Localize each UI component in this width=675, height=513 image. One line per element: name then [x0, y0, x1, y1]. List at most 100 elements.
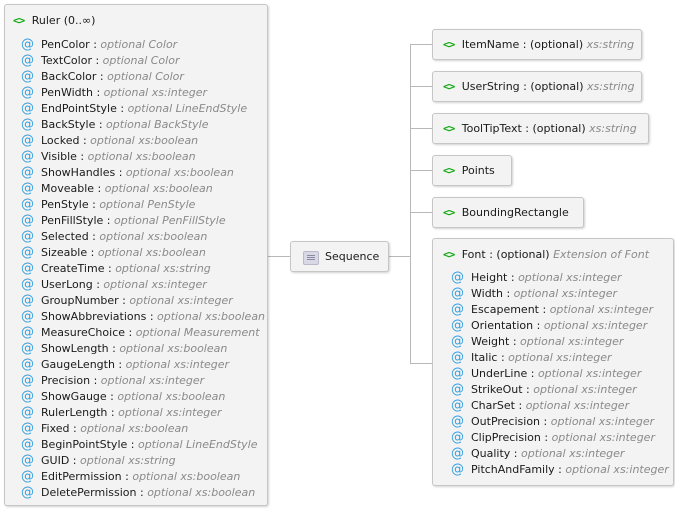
- attribute-name: Width: [471, 287, 503, 300]
- attribute-row[interactable]: @CharSet : optional xs:integer: [451, 398, 629, 414]
- attribute-type: optional xs:integer: [100, 374, 205, 387]
- attribute-separator: :: [69, 454, 80, 467]
- attribute-row[interactable]: @Fixed : optional xs:boolean: [21, 421, 188, 437]
- element-suffix: : (optional): [519, 80, 588, 93]
- attribute-row[interactable]: @Escapement : optional xs:integer: [451, 302, 653, 318]
- element-box-points[interactable]: <> Points: [432, 155, 512, 186]
- attribute-separator: :: [76, 150, 88, 163]
- element-name: BoundingRectangle: [461, 206, 569, 219]
- attribute-row[interactable]: @BackColor : optional Color: [21, 69, 184, 85]
- attribute-name: RulerLength: [41, 406, 108, 419]
- attribute-type: optional xs:integer: [550, 415, 655, 428]
- attribute-row[interactable]: @Precision : optional xs:integer: [21, 373, 204, 389]
- attribute-row[interactable]: @UserLong : optional xs:integer: [21, 277, 207, 293]
- attribute-row[interactable]: @Width : optional xs:integer: [451, 286, 617, 302]
- attribute-name: BackStyle: [41, 118, 96, 131]
- element-box-boundingrectangle[interactable]: <> BoundingRectangle: [432, 197, 584, 228]
- attribute-type: optional xs:integer: [118, 406, 222, 419]
- attribute-separator: :: [104, 262, 116, 275]
- attribute-row[interactable]: @Italic : optional xs:integer: [451, 350, 612, 366]
- attribute-type: optional xs:boolean: [90, 134, 199, 147]
- attribute-separator: :: [502, 287, 514, 300]
- attribute-row[interactable]: @OutPrecision : optional xs:integer: [451, 414, 654, 430]
- attribute-separator: :: [103, 214, 115, 227]
- attribute-name: ClipPrecision: [471, 431, 541, 444]
- attribute-row[interactable]: @BeginPointStyle : optional LineEndStyle: [21, 437, 258, 453]
- element-box-userstring[interactable]: <> UserString : (optional) xs:string: [432, 71, 642, 102]
- attribute-row[interactable]: @Height : optional xs:integer: [451, 270, 621, 286]
- attribute-row[interactable]: @Weight : optional xs:integer: [451, 334, 623, 350]
- attribute-row[interactable]: @TextColor : optional Color: [21, 53, 179, 69]
- element-type: xs:string: [587, 80, 635, 93]
- attribute-row[interactable]: @Selected : optional xs:boolean: [21, 229, 207, 245]
- element-tag-icon: <>: [443, 164, 455, 177]
- attribute-row[interactable]: @PenColor : optional Color: [21, 37, 177, 53]
- attribute-separator: :: [121, 470, 133, 483]
- attribute-separator: :: [89, 38, 101, 51]
- attribute-row[interactable]: @Sizeable : optional xs:boolean: [21, 245, 206, 261]
- attribute-separator: :: [88, 230, 100, 243]
- attribute-name: MeasureChoice: [41, 326, 126, 339]
- attribute-at-icon: @: [451, 350, 464, 365]
- attribute-separator: :: [87, 246, 98, 259]
- attribute-type: optional xs:boolean: [119, 342, 228, 355]
- attribute-row[interactable]: @Locked : optional xs:boolean: [21, 133, 198, 149]
- attribute-separator: :: [92, 278, 104, 291]
- attribute-separator: :: [88, 198, 100, 211]
- attribute-row[interactable]: @ClipPrecision : optional xs:integer: [451, 430, 655, 446]
- element-tag-icon: <>: [443, 80, 455, 93]
- connector-boundingrectangle: [410, 212, 432, 213]
- attribute-name: EndPointStyle: [41, 102, 117, 115]
- attribute-row[interactable]: @DeletePermission : optional xs:boolean: [21, 485, 255, 501]
- attribute-row[interactable]: @PitchAndFamily : optional xs:integer: [451, 462, 669, 478]
- attribute-type: optional xs:integer: [549, 303, 654, 316]
- attribute-row[interactable]: @ShowGauge : optional xs:boolean: [21, 389, 225, 405]
- sequence-compositor[interactable]: Sequence: [290, 241, 389, 272]
- element-name: Points: [461, 164, 495, 177]
- attribute-separator: :: [136, 486, 148, 499]
- attribute-at-icon: @: [451, 414, 464, 429]
- attribute-row[interactable]: @ShowLength : optional xs:boolean: [21, 341, 227, 357]
- element-box-tooltiptext[interactable]: <> ToolTipText : (optional) xs:string: [432, 113, 649, 144]
- attribute-separator: :: [497, 351, 509, 364]
- attribute-row[interactable]: @Orientation : optional xs:integer: [451, 318, 647, 334]
- attribute-row[interactable]: @StrikeOut : optional xs:integer: [451, 382, 637, 398]
- attribute-row[interactable]: @GroupNumber : optional xs:integer: [21, 293, 233, 309]
- element-box-font[interactable]: <> Font : (optional) Extension of Font @…: [432, 238, 674, 486]
- attribute-row[interactable]: @BackStyle : optional BackStyle: [21, 117, 208, 133]
- attribute-type: optional Color: [100, 38, 178, 51]
- attribute-name: ShowHandles: [41, 166, 116, 179]
- attribute-row[interactable]: @EditPermission : optional xs:boolean: [21, 469, 240, 485]
- attribute-name: PenColor: [41, 38, 90, 51]
- attribute-separator: :: [108, 342, 120, 355]
- attribute-row[interactable]: @GaugeLength : optional xs:integer: [21, 357, 229, 373]
- attribute-row[interactable]: @Quality : optional xs:integer: [451, 446, 624, 462]
- attribute-row[interactable]: @PenFillStyle : optional PenFillStyle: [21, 213, 226, 229]
- attribute-row[interactable]: @EndPointStyle : optional LineEndStyle: [21, 101, 247, 117]
- attribute-at-icon: @: [21, 357, 34, 372]
- attribute-at-icon: @: [21, 261, 34, 276]
- attribute-at-icon: @: [21, 245, 34, 260]
- attribute-row[interactable]: @RulerLength : optional xs:integer: [21, 405, 222, 421]
- attribute-row[interactable]: @PenStyle : optional PenStyle: [21, 197, 195, 213]
- attribute-name: PenFillStyle: [41, 214, 104, 227]
- attribute-separator: :: [69, 422, 81, 435]
- element-box-itemname[interactable]: <> ItemName : (optional) xs:string: [432, 29, 642, 60]
- attribute-separator: :: [540, 431, 552, 444]
- attribute-row[interactable]: @MeasureChoice : optional Measurement: [21, 325, 260, 341]
- attribute-row[interactable]: @Visible : optional xs:boolean: [21, 149, 196, 165]
- attribute-row[interactable]: @UnderLine : optional xs:integer: [451, 366, 641, 382]
- attribute-row[interactable]: @Moveable : optional xs:boolean: [21, 181, 213, 197]
- attribute-type: optional Color: [102, 54, 180, 67]
- attribute-separator: :: [91, 54, 103, 67]
- attribute-row[interactable]: @CreateTime : optional xs:string: [21, 261, 211, 277]
- sequence-icon: [303, 251, 319, 265]
- attribute-row[interactable]: @ShowAbbreviations : optional xs:boolean: [21, 309, 265, 325]
- attribute-row[interactable]: @GUID : optional xs:string: [21, 453, 176, 469]
- ruler-element-box[interactable]: <> Ruler (0..∞) @PenColor : optional Col…: [4, 4, 268, 506]
- attribute-row[interactable]: @PenWidth : optional xs:integer: [21, 85, 207, 101]
- attribute-name: Precision: [41, 374, 91, 387]
- attribute-row[interactable]: @ShowHandles : optional xs:boolean: [21, 165, 234, 181]
- element-suffix: : (optional): [521, 122, 590, 135]
- element-header: <> UserString : (optional) xs:string: [443, 79, 635, 95]
